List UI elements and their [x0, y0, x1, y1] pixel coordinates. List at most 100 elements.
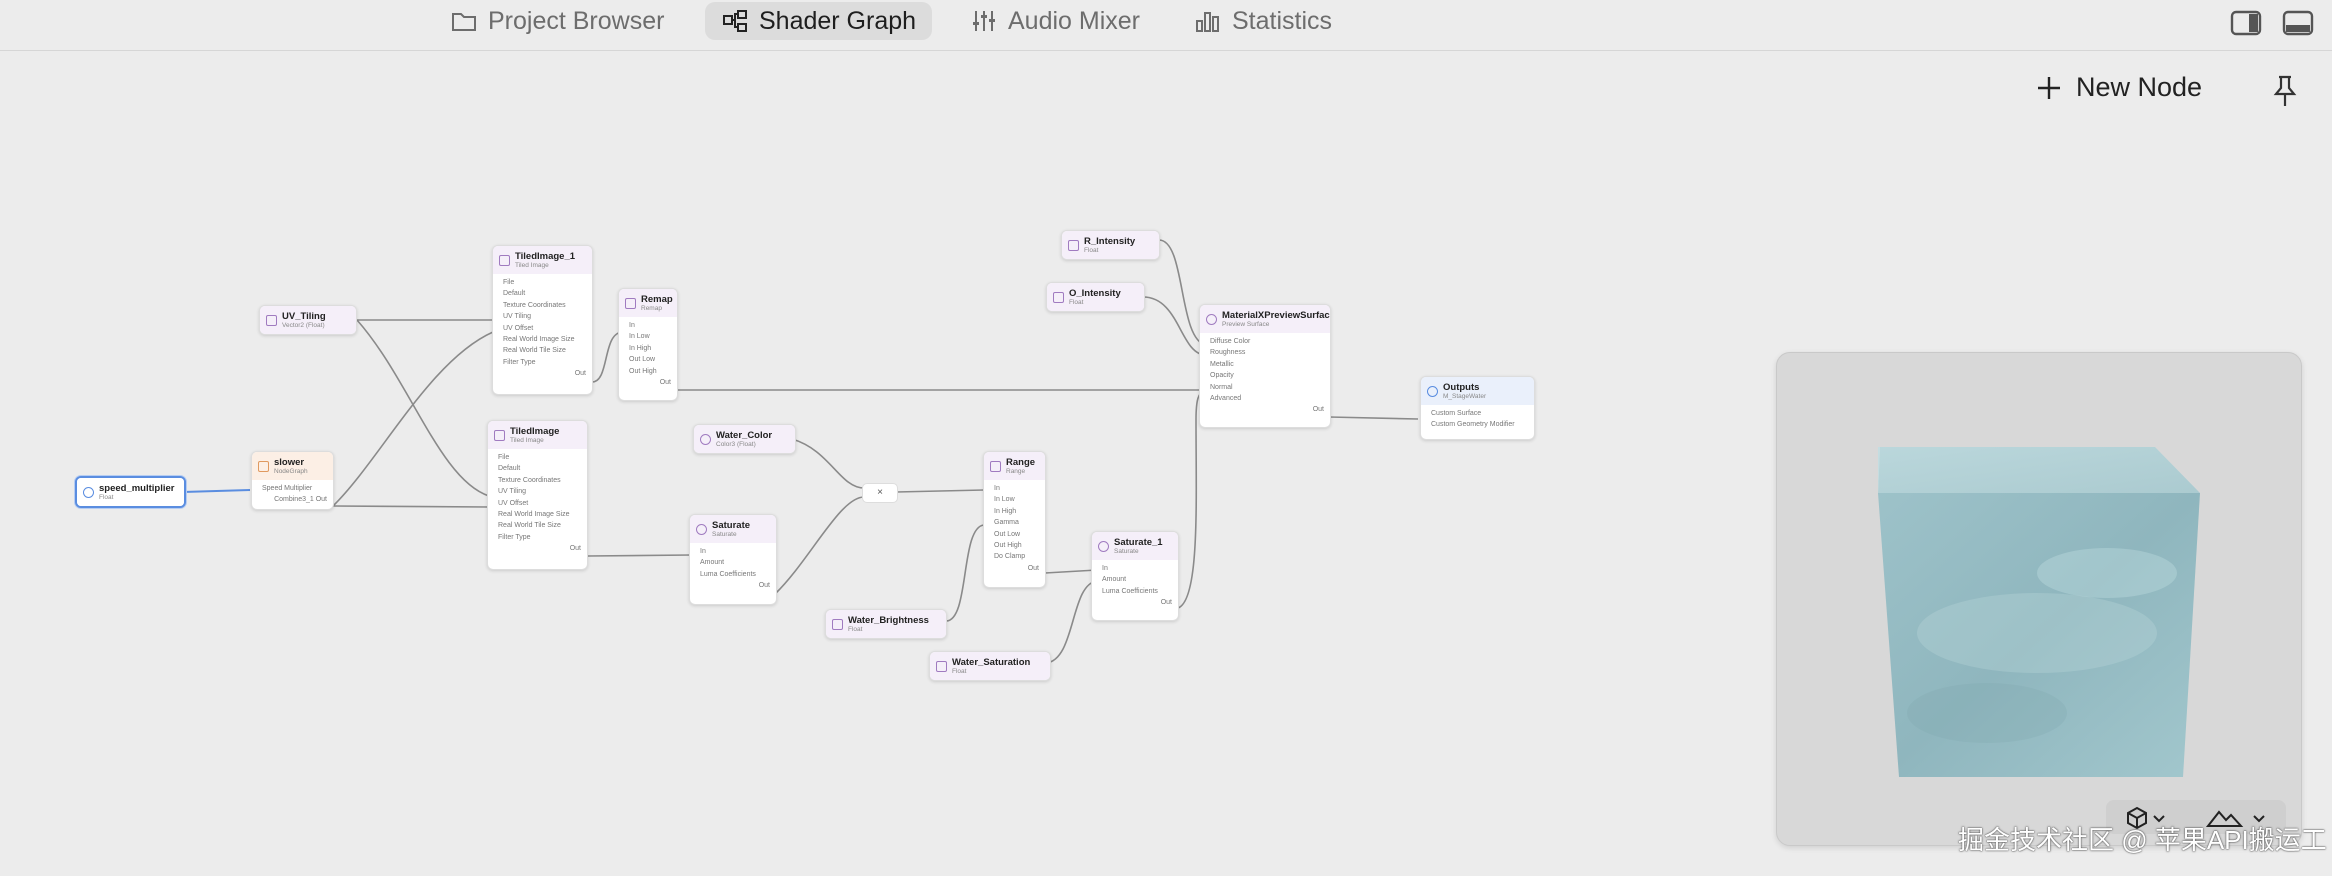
color-icon: [700, 434, 711, 445]
float-icon: [83, 487, 94, 498]
input-port-label: Real World Tile Size: [503, 347, 566, 355]
wire: [587, 554, 692, 557]
node-multiply[interactable]: ×: [862, 483, 898, 503]
node-water-color[interactable]: Water_Color Color3 (Float): [693, 424, 796, 454]
image-icon: [499, 255, 510, 266]
node-saturate[interactable]: Saturate Saturate In Amount Luma Coeffic…: [689, 514, 777, 605]
node-subtitle: Tiled Image: [515, 262, 549, 269]
node-tiledimage[interactable]: TiledImage Tiled Image File Default Text…: [487, 420, 588, 570]
material-preview-panel[interactable]: [1776, 352, 2302, 846]
node-remap[interactable]: Remap Remap In In Low In High Out Low Ou…: [618, 288, 678, 401]
tab-bar: Project Browser Shader Graph Audio Mixer…: [0, 0, 2332, 51]
node-title: Outputs: [1443, 382, 1480, 393]
node-range[interactable]: Range Range In In Low In High Gamma Out …: [983, 451, 1046, 588]
node-subtitle: Range: [1006, 468, 1026, 475]
input-port-label: File: [498, 454, 510, 461]
node-title: TiledImage_1: [515, 251, 576, 262]
input-port-label: Out High: [994, 542, 1022, 550]
node-outputs[interactable]: Outputs M_StageWater Custom Surface Cust…: [1420, 376, 1535, 440]
input-port-label: In Low: [629, 333, 650, 341]
output-port-label: Out: [569, 545, 581, 553]
wire: [1044, 569, 1098, 574]
surface-icon: [1206, 314, 1217, 325]
wire: [1177, 389, 1207, 609]
saturate-icon: [1098, 541, 1109, 552]
mountain-icon[interactable]: [2206, 806, 2270, 830]
preview-toolbar: [2106, 800, 2286, 834]
node-subtitle: Tiled Image: [510, 437, 544, 444]
input-port-label: Default: [503, 290, 526, 298]
wire: [791, 438, 865, 489]
input-port-label: Real World Tile Size: [498, 522, 561, 530]
pin-icon[interactable]: [2272, 74, 2298, 108]
input-port-label: Do Clamp: [994, 553, 1026, 561]
output-port-label: Out: [758, 582, 770, 590]
node-r-intensity[interactable]: R_Intensity Float: [1061, 230, 1160, 260]
float-icon: [936, 661, 947, 672]
tab-project-browser[interactable]: Project Browser: [434, 2, 680, 40]
cube-preview: [1878, 447, 2200, 777]
input-port-label: Metallic: [1210, 360, 1234, 368]
float-icon: [832, 619, 843, 630]
vector-icon: [266, 315, 277, 326]
wire: [774, 496, 865, 595]
tab-audio-mixer[interactable]: Audio Mixer: [954, 2, 1156, 40]
wire: [591, 331, 624, 383]
node-materialx-preview-surface[interactable]: MaterialXPreviewSurface Preview Surface …: [1199, 304, 1331, 428]
node-slower[interactable]: slower NodeGraph Speed Multiplier Combin…: [251, 451, 334, 511]
cube-icon[interactable]: [2124, 806, 2168, 830]
tab-statistics[interactable]: Statistics: [1178, 2, 1348, 40]
saturate-icon: [696, 524, 707, 535]
node-water-brightness[interactable]: Water_Brightness Float: [825, 609, 947, 639]
node-subtitle: Saturate: [1114, 548, 1139, 555]
output-port-label: Out: [1312, 406, 1324, 414]
input-port-label: In Low: [994, 496, 1015, 504]
node-title: O_Intensity: [1069, 288, 1121, 299]
image-icon: [494, 430, 505, 441]
input-port-label: Roughness: [1210, 349, 1246, 357]
output-icon: [1427, 386, 1438, 397]
wire: [332, 505, 490, 508]
bottom-panel-toggle-icon[interactable]: [2282, 10, 2314, 36]
tab-label: Shader Graph: [759, 6, 917, 35]
node-subtitle: M_StageWater: [1443, 393, 1487, 400]
input-port-label: In: [994, 485, 1000, 492]
output-port-label: Out: [1027, 564, 1039, 572]
node-tiledimage-1[interactable]: TiledImage_1 Tiled Image File Default Te…: [492, 245, 593, 395]
input-port-label: In High: [994, 507, 1017, 515]
input-port-label: UV Offset: [503, 324, 534, 332]
node-subtitle: Float: [99, 494, 114, 501]
remap-icon: [625, 298, 636, 309]
input-port-label: File: [503, 279, 515, 286]
output-port-label: Out: [574, 370, 586, 378]
node-saturate-1[interactable]: Saturate_1 Saturate In Amount Luma Coeff…: [1091, 531, 1179, 621]
node-uv-tiling[interactable]: UV_Tiling Vector2 (Float): [259, 305, 357, 335]
output-port-label: Combine3_1 Out: [274, 496, 327, 504]
node-o-intensity[interactable]: O_Intensity Float: [1046, 282, 1145, 312]
input-port-label: Out High: [629, 367, 657, 375]
node-subtitle: Float: [1069, 299, 1084, 306]
wire: [182, 489, 251, 493]
input-port-label: Default: [498, 465, 521, 473]
node-title: MaterialXPreviewSurface: [1222, 310, 1331, 321]
input-port-label: Real World Image Size: [498, 511, 570, 519]
input-port-label: Filter Type: [503, 358, 536, 366]
sliders-icon: [973, 11, 995, 31]
tab-shader-graph[interactable]: Shader Graph: [705, 2, 933, 40]
input-port-label: Out Low: [629, 356, 656, 364]
node-title: Range: [1006, 457, 1036, 468]
output-port-label: Out: [659, 379, 671, 387]
input-port-label: Speed Multiplier: [262, 485, 313, 492]
node-speed-multiplier[interactable]: speed_multiplier Float: [75, 476, 186, 508]
float-icon: [1053, 292, 1064, 303]
input-port-label: Advanced: [1210, 395, 1242, 403]
input-port-label: Out Low: [994, 530, 1021, 538]
sidebar-toggle-icon[interactable]: [2230, 10, 2262, 36]
node-title: Water_Color: [716, 430, 773, 441]
new-node-button[interactable]: New Node: [2036, 72, 2202, 103]
node-subtitle: Color3 (Float): [716, 441, 756, 448]
node-subtitle: Float: [952, 668, 967, 675]
input-port-label: Amount: [1102, 576, 1127, 584]
node-water-saturation[interactable]: Water_Saturation Float: [929, 651, 1051, 681]
